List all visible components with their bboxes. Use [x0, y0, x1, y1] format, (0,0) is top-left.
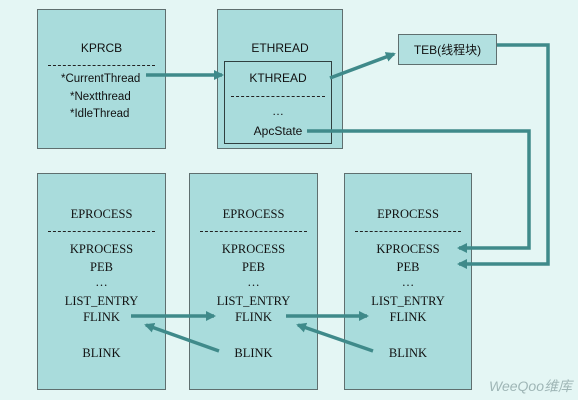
eprocess-1-kprocess: KPROCESS [69, 242, 134, 256]
eprocess-2-list-entry: LIST_ENTRY [216, 294, 291, 308]
kprcb-field-idle-thread: *IdleThread [70, 108, 130, 120]
eprocess-box-1: EPROCESS KPROCESS PEB … LIST_ENTRY FLINK… [37, 173, 166, 390]
eprocess-3-peb: PEB [396, 260, 420, 274]
eprocess-2-blink: BLINK [234, 346, 273, 360]
kprcb-field-next-thread: *Nextthread [70, 91, 131, 103]
eprocess-3-kprocess: KPROCESS [376, 242, 440, 256]
apcstate-label: ApcState [253, 124, 303, 138]
eprocess-1-ellipsis: … [95, 275, 108, 289]
eprocess-2-flink: FLINK [235, 310, 272, 324]
arrow-kthread-to-teb [329, 52, 396, 80]
kprcb-title: KPRCB [80, 41, 123, 55]
kprcb-field-current-thread: *CurrentThread [61, 73, 141, 85]
eprocess-1-flink: FLINK [83, 310, 120, 324]
kthread-divider [231, 96, 325, 97]
eprocess-2-title: EPROCESS [222, 207, 285, 221]
eprocess-3-ellipsis: … [401, 275, 415, 289]
arrow-teb-to-eprocess3-kprocess [457, 43, 550, 269]
eprocess-3-title: EPROCESS [377, 207, 439, 221]
eprocess-2-divider [200, 231, 307, 232]
eprocess-box-2: EPROCESS KPROCESS PEB … LIST_ENTRY FLINK… [189, 173, 318, 390]
kthread-ellipsis: … [272, 104, 284, 118]
eprocess-2-peb: PEB [242, 260, 265, 274]
eprocess-1-title: EPROCESS [70, 207, 133, 221]
eprocess-1-list-entry: LIST_ENTRY [64, 294, 139, 308]
kprcb-divider [48, 65, 155, 66]
eprocess-2-kprocess: KPROCESS [221, 242, 286, 256]
ethread-title: ETHREAD [251, 41, 309, 55]
arrow-blink-3-to-2 [296, 322, 374, 353]
eprocess-box-3: EPROCESS KPROCESS PEB … LIST_ENTRY FLINK… [344, 173, 472, 390]
eprocess-3-flink: FLINK [389, 310, 427, 324]
kthread-label: KTHREAD [249, 71, 307, 85]
arrow-apcstate-to-eprocess3-kprocess [307, 129, 531, 253]
eprocess-3-divider [355, 231, 461, 232]
eprocess-1-divider [48, 231, 155, 232]
teb-label: TEB(线程块) [413, 43, 482, 57]
eprocess-2-ellipsis: … [247, 275, 260, 289]
eprocess-3-list-entry: LIST_ENTRY [371, 294, 445, 308]
eprocess-1-peb: PEB [90, 260, 113, 274]
eprocess-1-blink: BLINK [82, 346, 121, 360]
watermark-logo: WeeQoo维库 [489, 378, 572, 394]
kprcb-box: KPRCB *CurrentThread *Nextthread *IdleTh… [37, 9, 166, 149]
teb-box: TEB(线程块) [398, 34, 497, 65]
eprocess-3-blink: BLINK [388, 346, 428, 360]
arrow-blink-2-to-1 [144, 322, 220, 353]
